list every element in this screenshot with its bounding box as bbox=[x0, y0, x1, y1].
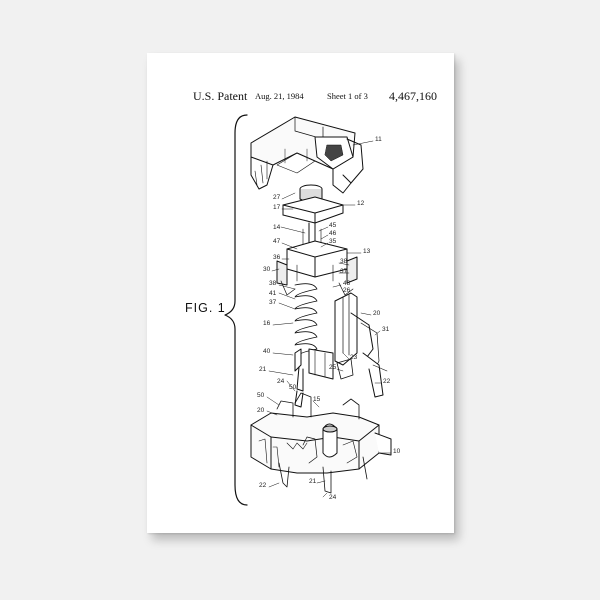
callout-label: 15 bbox=[313, 396, 321, 403]
top-housing-11 bbox=[250, 116, 364, 194]
patent-date: Aug. 21, 1984 bbox=[255, 91, 304, 101]
callout-label: 50 bbox=[257, 392, 265, 399]
coil-spring-16 bbox=[294, 283, 318, 358]
callout-label: 13 bbox=[363, 248, 371, 255]
callout-label: 36 bbox=[273, 254, 281, 261]
callout-label: 45 bbox=[329, 222, 337, 229]
callout-label: 26 bbox=[343, 287, 351, 294]
callout-label: 31 bbox=[382, 326, 390, 333]
callout-leaders bbox=[266, 140, 392, 498]
callout-label: 38 bbox=[340, 258, 348, 265]
plunger-12 bbox=[282, 184, 344, 266]
callout-label: 37 bbox=[269, 299, 277, 306]
fig-bracket bbox=[224, 114, 248, 506]
callout-label: 38 bbox=[269, 280, 277, 287]
slider-frame-13 bbox=[276, 240, 358, 296]
callout-label: 20 bbox=[373, 310, 381, 317]
patent-header: U.S. Patent Aug. 21, 1984 Sheet 1 of 3 4… bbox=[147, 89, 454, 105]
patent-canvas-print: U.S. Patent Aug. 21, 1984 Sheet 1 of 3 4… bbox=[147, 53, 454, 533]
callout-label: 17 bbox=[273, 204, 281, 211]
callout-label: 35 bbox=[329, 238, 337, 245]
patent-office-title: U.S. Patent bbox=[193, 89, 248, 103]
callout-label: 20 bbox=[257, 407, 265, 414]
callout-label: 21 bbox=[309, 478, 317, 485]
base-housing-10 bbox=[250, 392, 392, 494]
callout-label: 27 bbox=[273, 194, 281, 201]
callout-label: 24 bbox=[277, 378, 285, 385]
exploded-switch-drawing bbox=[224, 114, 392, 506]
contact-leaf-20 bbox=[334, 292, 388, 398]
callout-label: 25 bbox=[329, 364, 337, 371]
callout-label: 47 bbox=[273, 238, 281, 245]
callout-label: 37 bbox=[340, 268, 348, 275]
callout-label: 21 bbox=[259, 366, 267, 373]
callout-label: 46 bbox=[329, 230, 337, 237]
callout-label: 30 bbox=[263, 266, 271, 273]
callout-label: 22 bbox=[383, 378, 391, 385]
sheet-number: Sheet 1 of 3 bbox=[327, 91, 368, 101]
lower-contacts bbox=[294, 348, 354, 408]
callout-label: 16 bbox=[263, 320, 271, 327]
callout-label: 10 bbox=[393, 448, 401, 455]
callout-label: 24 bbox=[329, 494, 337, 501]
figure-label: FIG. 1 bbox=[185, 301, 226, 315]
callout-label: 41 bbox=[269, 290, 277, 297]
callout-label: 14 bbox=[273, 224, 281, 231]
callout-label: 12 bbox=[357, 200, 365, 207]
callout-label: 11 bbox=[375, 136, 382, 143]
callout-label: 23 bbox=[350, 354, 358, 361]
callout-label: 48 bbox=[343, 280, 351, 287]
patent-number: 4,467,160 bbox=[389, 89, 437, 103]
callout-label: 40 bbox=[263, 348, 271, 355]
callout-label: 50 bbox=[289, 384, 297, 391]
callout-label: 22 bbox=[259, 482, 267, 489]
